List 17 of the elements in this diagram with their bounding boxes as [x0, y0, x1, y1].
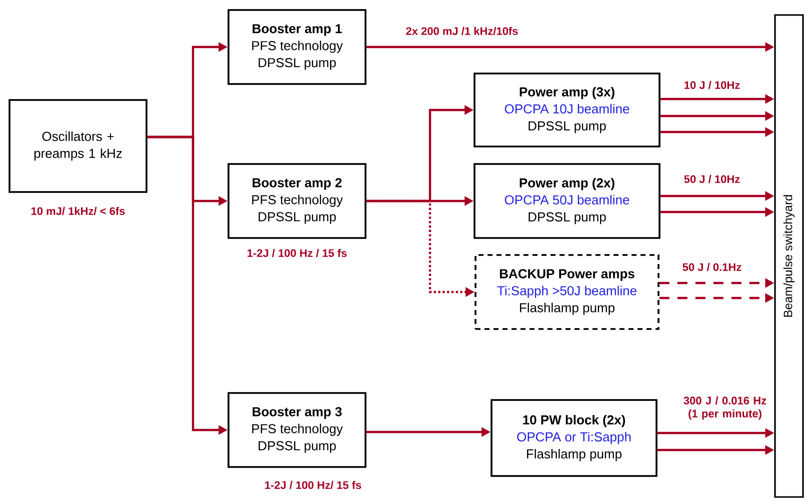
amplifier-box: Oscillators + preamps 1 kHz — [8, 99, 148, 193]
edge-label: 300 J / 0.016 Hz (1 per minute) — [679, 395, 771, 421]
amplifier-box: Booster amp 1 PFS technology DPSSL pump — [228, 9, 366, 85]
amplifier-box: Booster amp 2 PFS technology DPSSL pump — [228, 163, 366, 239]
amplifier-box: Power amp (3x) OPCPA 10J beamline DPSSL pump — [474, 72, 660, 148]
amplifier-box: Booster amp 3 PFS technology DPSSL pump — [228, 392, 366, 468]
edge-label: 10 J / 10Hz — [682, 80, 742, 90]
amplifier-box: BACKUP Power amps Ti:Sapph >50J beamline Flashlamp pump — [474, 254, 660, 330]
amplifier-box: Power amp (2x) OPCPA 50J beamline DPSSL pump — [474, 163, 660, 239]
edge-label: 50 J / 10Hz — [682, 174, 742, 184]
node-caption: 1-2J / 100 Hz / 15 fs — [248, 248, 347, 258]
node-caption: 1-2J / 100 Hz/ 15 fs — [265, 480, 362, 490]
edge-label: 2x 200 mJ /1 kHz/10fs — [404, 26, 520, 36]
amplifier-box: 10 PW block (2x) OPCPA or Ti:Sapph Flashlamp pump — [490, 399, 658, 477]
edge-label: 50 J / 0.1Hz — [681, 262, 743, 272]
node-caption: 10 mJ/ 1kHz/ < 6fs — [31, 206, 125, 216]
switchyard-box: Beam/pulse switchyard — [774, 14, 804, 498]
